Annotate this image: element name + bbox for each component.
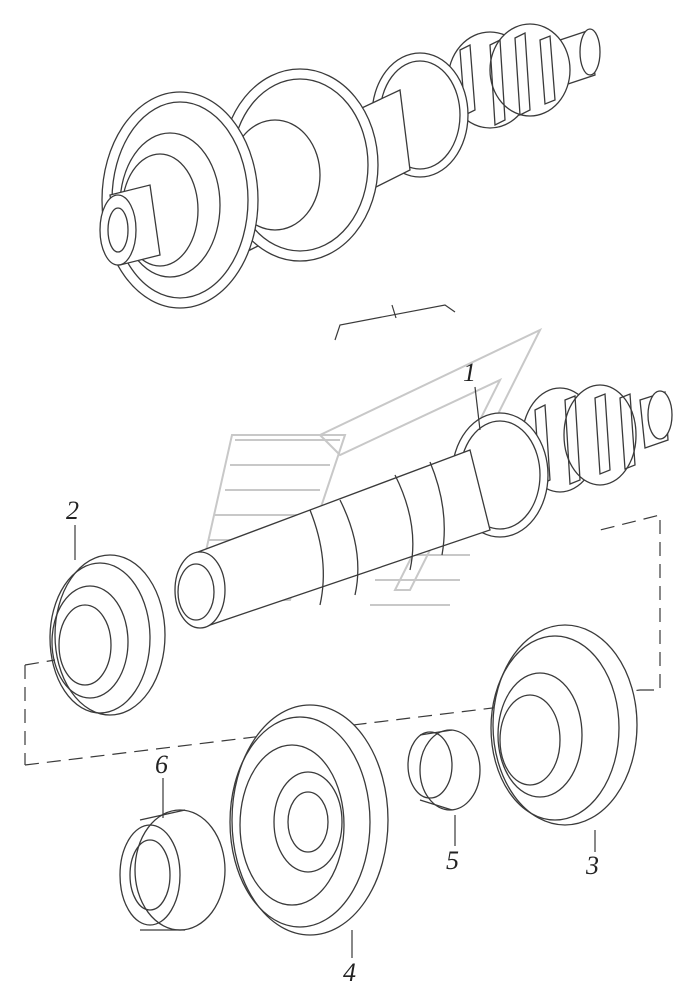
callout-4: 4 [343,958,356,987]
callout-5: 5 [446,846,459,875]
assembled-shaft [99,23,601,309]
callout-2: 2 [66,496,79,525]
callout-6: 6 [155,750,168,779]
callout-3: 3 [586,851,599,880]
leader-lines [74,386,596,958]
part-6-bearing [119,809,226,931]
part-1-shaft [174,384,673,629]
part-3-gear [490,624,638,826]
logo-watermark [193,327,543,606]
part-5-ring [407,729,481,811]
callout-1: 1 [463,358,476,387]
leader-1 [474,386,481,431]
part-4-gear [229,704,389,936]
assembly-bracket [334,304,456,341]
part-2-gear [49,554,166,716]
